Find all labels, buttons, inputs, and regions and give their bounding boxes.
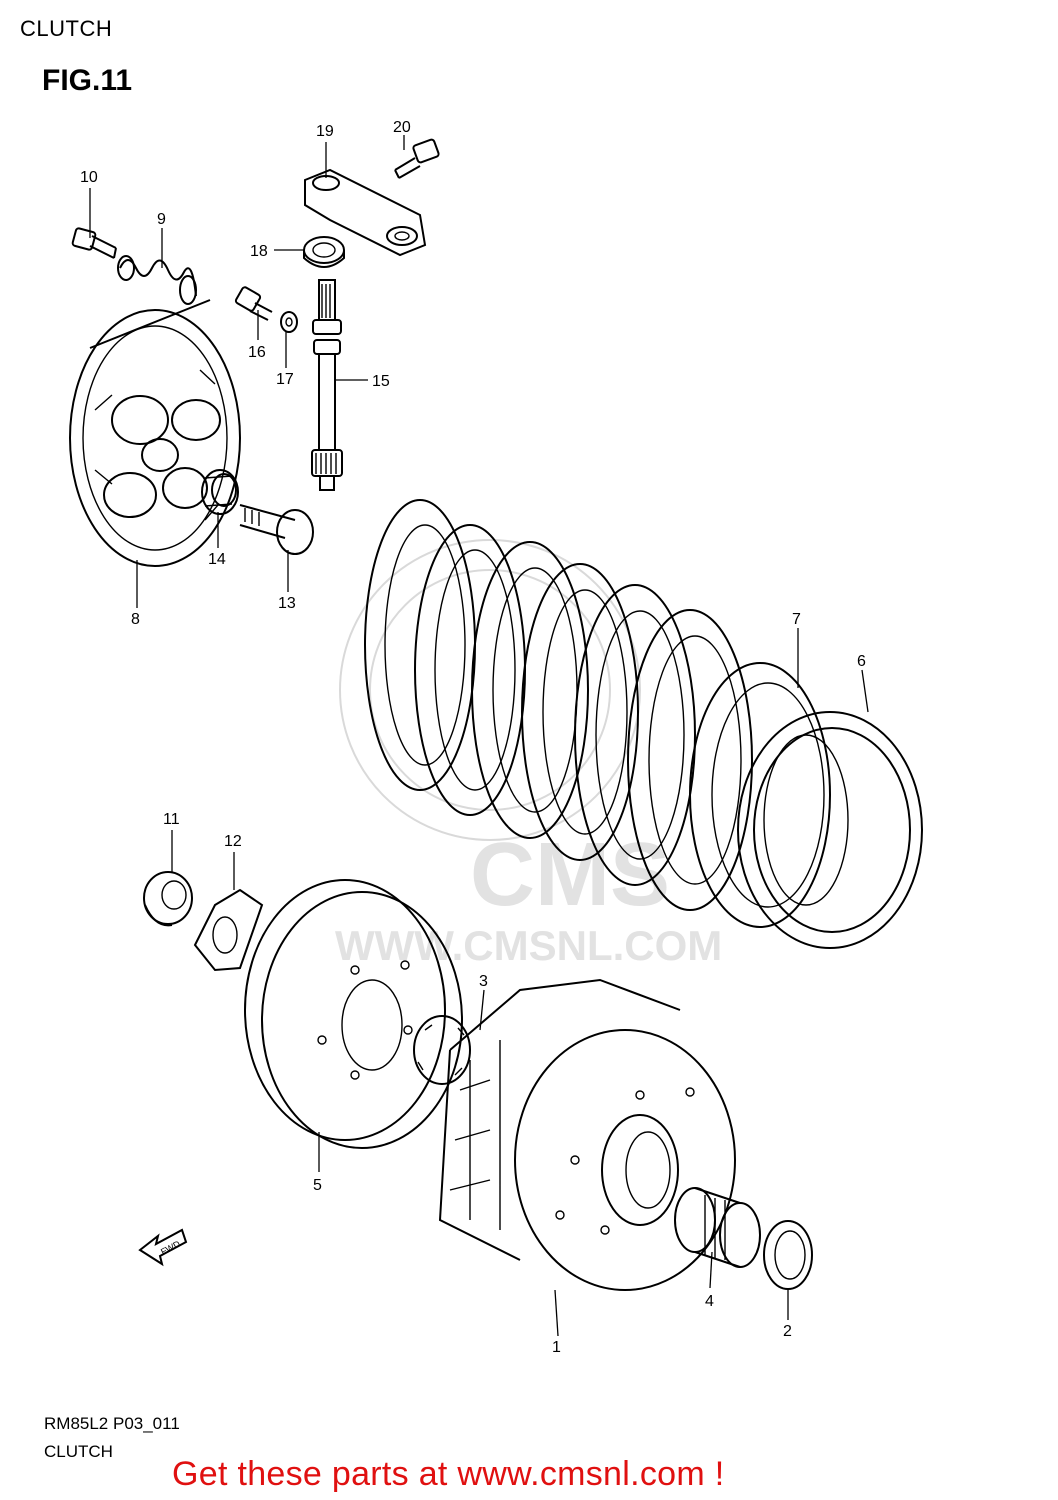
part-bolt-small [394, 138, 440, 179]
callout-19: 19 [316, 123, 334, 140]
part-oil-seal [303, 236, 345, 268]
page-header-title: CLUTCH [20, 16, 113, 41]
figure-title: FIG.11 [42, 64, 133, 97]
watermark-brand: CMS [470, 825, 670, 925]
part-lock-washer-12 [193, 888, 264, 972]
part-plate-3 [413, 1015, 471, 1085]
part-clutch-plate-stack [364, 499, 923, 949]
part-primary-driven-gear [244, 879, 463, 1149]
part-thrust-washer [763, 1220, 813, 1290]
callout-16: 16 [248, 344, 266, 361]
promo-link-text[interactable]: Get these parts at www.cmsnl.com ! [172, 1455, 725, 1493]
callout-18: 18 [250, 243, 268, 260]
callout-4: 4 [705, 1293, 714, 1310]
callout-9: 9 [157, 211, 166, 228]
callout-20: 20 [393, 119, 411, 136]
part-clutch-housing [438, 978, 736, 1291]
callout-13: 13 [278, 595, 296, 612]
watermark-url: WWW.CMSNL.COM [335, 922, 722, 969]
part-washer-17 [280, 311, 298, 333]
callout-6: 6 [857, 653, 866, 670]
part-push-piece [239, 504, 314, 555]
part-release-arm [304, 168, 427, 257]
callout-17: 17 [276, 371, 294, 388]
part-bearing-14 [201, 469, 239, 515]
part-release-shaft [311, 279, 343, 491]
callout-10: 10 [80, 169, 98, 186]
part-pressure-plate [69, 299, 241, 567]
callout-8: 8 [131, 611, 140, 628]
callouts: 10 9 19 20 18 15 16 17 8 14 13 7 6 11 12… [80, 119, 866, 1356]
part-bolt-10 [71, 227, 117, 259]
part-nut-11 [143, 871, 193, 927]
part-bolt-16 [234, 286, 273, 321]
callout-14: 14 [208, 551, 226, 568]
callout-7: 7 [792, 611, 801, 628]
callout-15: 15 [372, 373, 390, 390]
callout-12: 12 [224, 833, 242, 850]
part-spring-9 [117, 255, 197, 305]
callout-leaders [89, 135, 869, 1337]
callout-11: 11 [163, 811, 180, 828]
footer-caption: CLUTCH [44, 1442, 113, 1461]
diagram-code: RM85L2 P03_011 [44, 1414, 180, 1433]
fwd-arrow-icon: FWD [138, 1228, 188, 1267]
watermark: CMS WWW.CMSNL.COM [335, 539, 722, 969]
callout-2: 2 [783, 1323, 792, 1340]
callout-1: 1 [552, 1339, 561, 1356]
part-needle-bearing [674, 1187, 761, 1268]
callout-5: 5 [313, 1177, 322, 1194]
callout-3: 3 [479, 973, 488, 990]
